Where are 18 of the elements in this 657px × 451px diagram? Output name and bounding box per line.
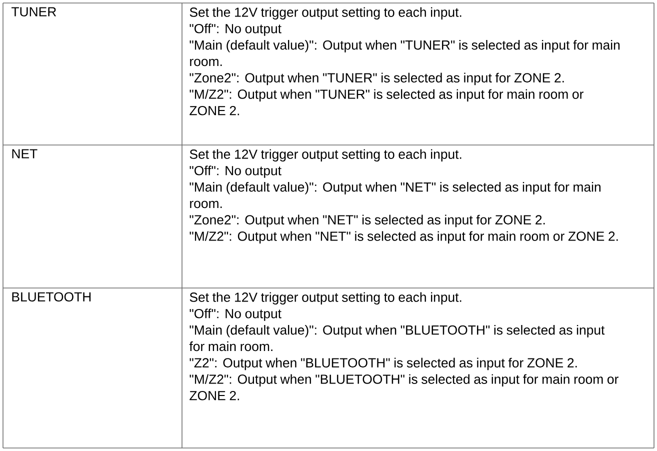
setting-description: "Off": No output (190, 166, 282, 178)
setting-description: "Zone2": Output when "NET" is selected as input for ZONE 2. (190, 214, 545, 228)
input-name: NET (12, 149, 38, 158)
input-name: TUNER (12, 7, 56, 16)
setting-description: "Main (default value)": Output when "NET" is selected as input for main room. (190, 182, 600, 208)
setting-description: "Main (default value)": Output when "TUNER" is selected as input for main room. (190, 40, 620, 66)
setting-description: "Main (default value)": Output when "BLUETOOTH" is selected as input for main room. (189, 325, 605, 352)
setting-description: "Off": No output (190, 24, 282, 36)
setting-description: "M/Z2": Output when "NET" is selected as input for main room or ZONE 2. (190, 231, 618, 244)
setting-description: "Off": No output (190, 308, 282, 321)
setting-description: "Zone2": Output when "TUNER" is selected as input for ZONE 2. (190, 72, 564, 86)
setting-description: "Z2": Output when "BLUETOOTH" is selected as input for ZONE 2. (190, 358, 577, 370)
setting-description: "M/Z2": Output when "BLUETOOTH" is selected as input for main room or ZONE 2. (190, 374, 618, 400)
setting-description: Set the 12V trigger output setting to each input. (190, 7, 462, 20)
setting-description: Set the 12V trigger output setting to each input. (190, 292, 462, 305)
setting-description: "M/Z2": Output when "TUNER" is selected as input for main room or ZONE 2. (190, 89, 584, 116)
input-name: BLUETOOTH (12, 292, 91, 302)
setting-description: Set the 12V trigger output setting to each input. (190, 149, 462, 162)
